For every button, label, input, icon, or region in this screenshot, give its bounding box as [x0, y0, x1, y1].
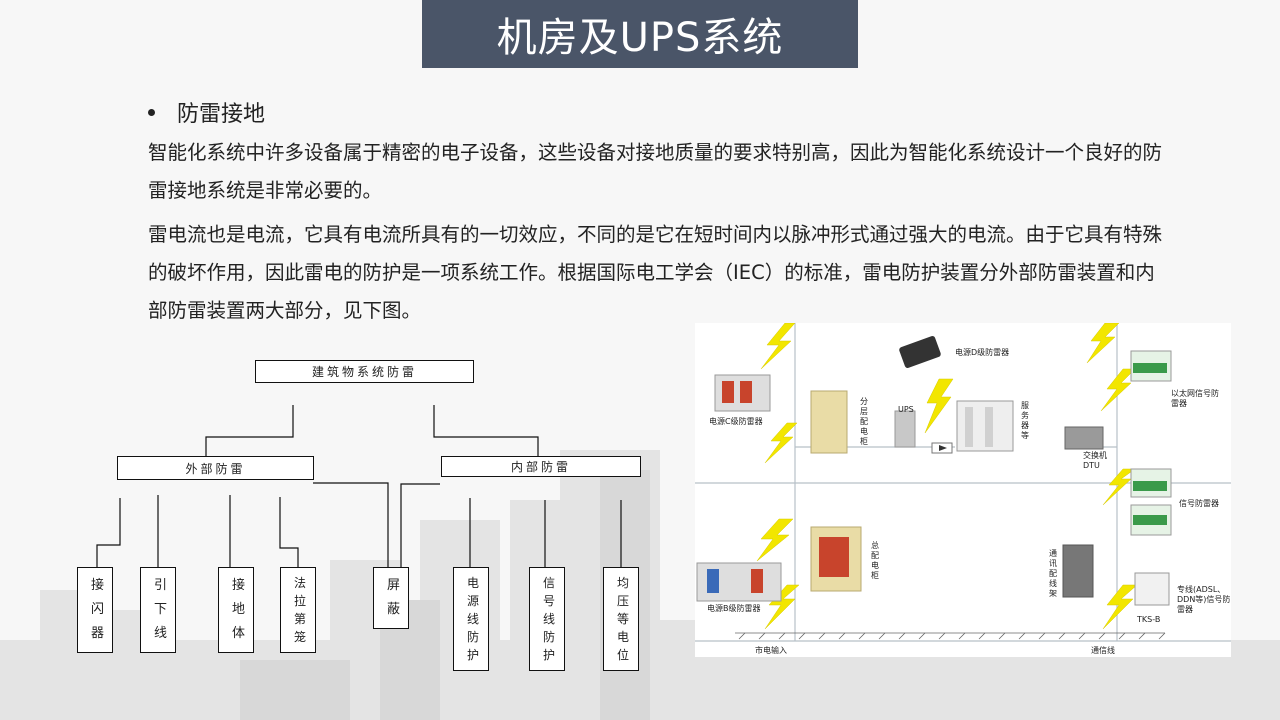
org-external: 外部防雷	[117, 456, 314, 480]
title-bar: 机房及UPS系统	[422, 0, 858, 68]
paragraph-1: 智能化系统中许多设备属于精密的电子设备，这些设备对接地质量的要求特别高，因此为智…	[148, 141, 1163, 202]
org-leaf: 电源线防护	[453, 567, 489, 671]
label-mains-input: 市电输入	[755, 646, 787, 655]
lightning-protection-system-diagram: 电源D级防雷器 电源C级防雷器 电源B级防雷器 分层配电柜 UPS 服务器等 交…	[695, 323, 1231, 657]
label-switch: 交换机DTU	[1083, 451, 1107, 470]
org-leaf: 引下线	[140, 567, 177, 653]
org-leaf: 接地体	[218, 567, 255, 653]
label-servers: 服务器等	[1021, 401, 1029, 440]
org-internal: 内部防雷	[441, 456, 641, 477]
page-title: 机房及UPS系统	[496, 15, 784, 61]
org-leaf: 信号线防护	[529, 567, 565, 671]
label-floor-cabinet: 分层配电柜	[860, 397, 868, 446]
label-dedicated-spd: 专线(ADSL、DDN等)信号防雷器	[1177, 585, 1231, 614]
label-main-cabinet: 总配电柜	[871, 541, 879, 580]
org-leaf: 接闪器	[77, 567, 114, 653]
label-comm-frame: 通讯配线架	[1049, 549, 1057, 598]
label-ups: UPS	[898, 405, 914, 414]
section-heading: 防雷接地	[177, 102, 266, 127]
bullet-dot	[148, 108, 155, 116]
lightning-protection-org-chart: 建筑物系统防雷 外部防雷 内部防雷 接闪器 引下线 接地体 法拉第笼 屏蔽 电源…	[77, 360, 641, 671]
label-power-b: 电源B级防雷器	[707, 604, 761, 613]
paragraph-2: 雷电流也是电流，它具有电流所具有的一切效应，不同的是它在短时间内以脉冲形式通过强…	[148, 223, 1163, 322]
section-heading-row: 防雷接地	[148, 96, 265, 128]
org-leaf: 均压等电位	[603, 567, 639, 671]
label-signal-spd: 信号防雷器	[1179, 499, 1219, 508]
org-chart-connectors	[96, 405, 622, 567]
org-leaf: 屏蔽	[373, 567, 410, 629]
label-power-c: 电源C级防雷器	[709, 417, 763, 426]
label-comm-line: 通信线	[1091, 646, 1115, 655]
label-ethernet-spd: 以太网信号防雷器	[1171, 389, 1219, 408]
org-root: 建筑物系统防雷	[255, 360, 474, 383]
label-tks: TKS-B	[1137, 615, 1161, 624]
org-leaf: 法拉第笼	[280, 567, 316, 653]
system-diagram-drawing	[695, 323, 1231, 642]
label-power-d: 电源D级防雷器	[955, 348, 1010, 357]
